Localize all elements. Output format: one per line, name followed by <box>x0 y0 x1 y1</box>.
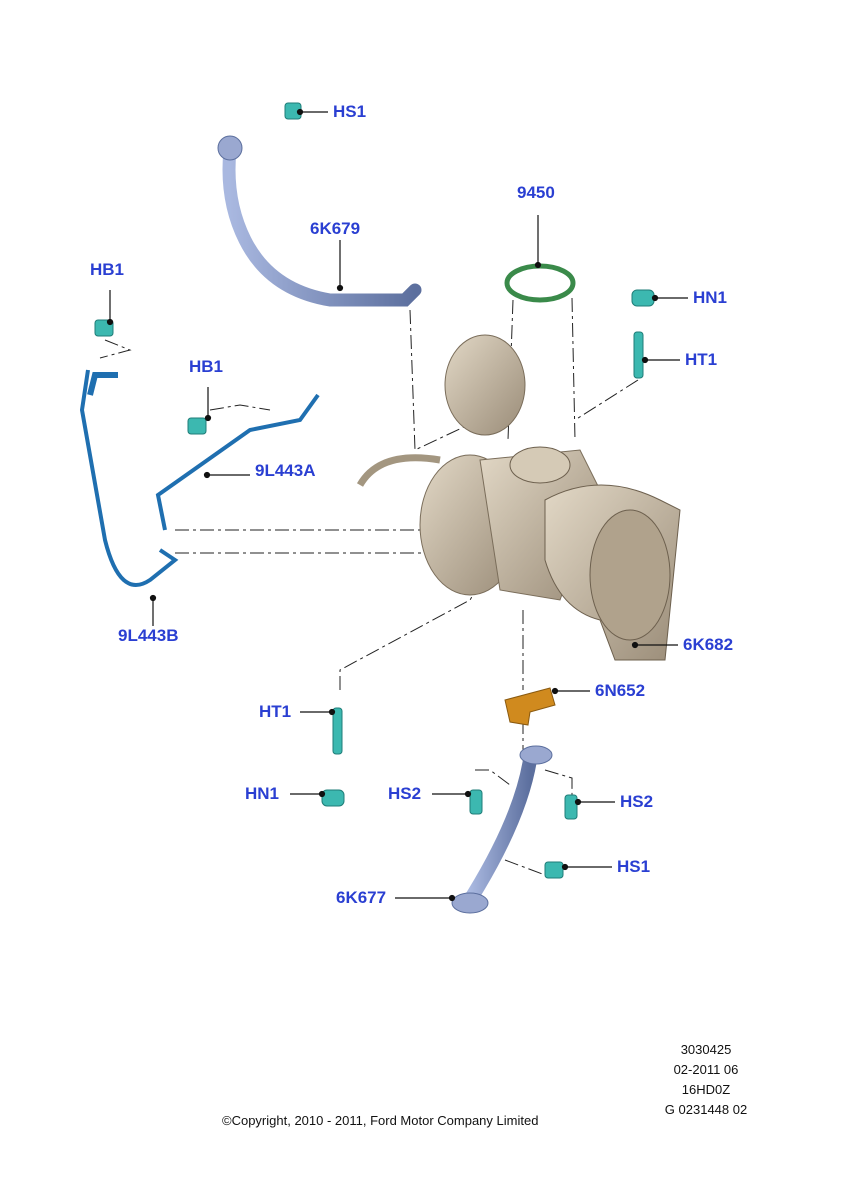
oil-line-9L443A <box>155 393 320 531</box>
label-ht1-right: HT1 <box>685 350 718 369</box>
leader-lines <box>106 108 688 902</box>
label-hs1-top: HS1 <box>333 102 367 121</box>
drawing-number: 3030425 <box>680 1042 732 1057</box>
bolt-icon <box>564 794 578 820</box>
bolt-icon <box>469 789 483 815</box>
label-hn1-left: HN1 <box>245 784 280 803</box>
label-hb1-mid: HB1 <box>189 357 224 376</box>
label-ht1-left: HT1 <box>259 702 292 721</box>
label-hs1-bottom: HS1 <box>617 857 651 876</box>
stud-icon <box>332 707 343 755</box>
stud-icon <box>633 331 644 379</box>
copyright-notice: ©Copyright, 2010 - 2011, Ford Motor Comp… <box>222 1113 539 1128</box>
drawing-reference: G 0231448 02 <box>664 1102 748 1117</box>
flange-icon <box>217 135 243 161</box>
bolt-icon <box>187 417 207 435</box>
nut-icon <box>631 289 655 307</box>
turbocharger-6K682 <box>356 334 681 661</box>
label-9l443b: 9L443B <box>118 626 179 645</box>
label-9450: 9450 <box>517 183 555 202</box>
label-hn1-right: HN1 <box>693 288 728 307</box>
label-6k682: 6K682 <box>683 635 734 654</box>
drawing-date: 02-2011 06 <box>673 1062 739 1077</box>
oil-line-9L443B <box>79 369 179 587</box>
pipe-6K679 <box>222 143 422 307</box>
label-hb1-left: HB1 <box>90 260 125 279</box>
pipe-6K677 <box>463 753 537 907</box>
o-ring-9450 <box>504 263 576 303</box>
label-6n652: 6N652 <box>595 681 646 700</box>
label-6k677: 6K677 <box>336 888 387 907</box>
drawing-code: 16HD0Z <box>681 1082 731 1097</box>
label-hs2-left: HS2 <box>388 784 422 803</box>
gasket-6N652 <box>504 687 556 726</box>
bolt-icon <box>544 861 564 879</box>
nut-icon <box>321 789 345 807</box>
label-hs2-right: HS2 <box>620 792 654 811</box>
label-9l443a: 9L443A <box>255 461 316 480</box>
label-6k679: 6K679 <box>310 219 361 238</box>
